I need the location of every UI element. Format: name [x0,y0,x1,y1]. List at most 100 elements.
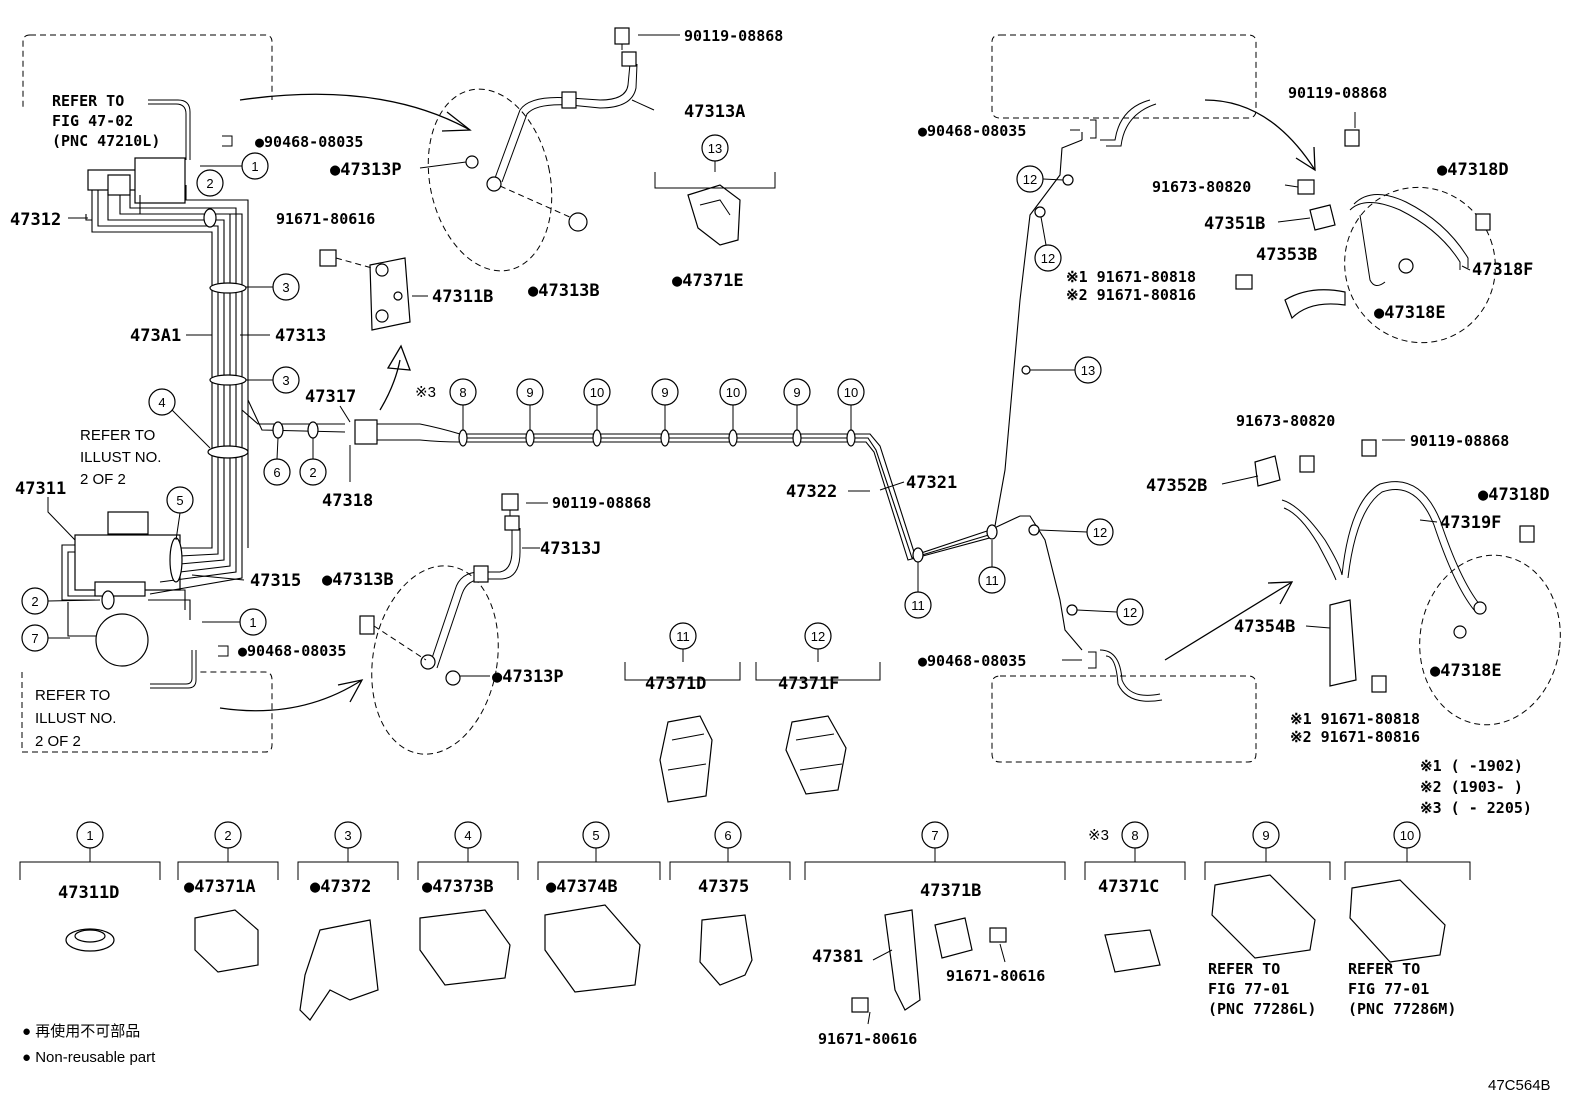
label-473A1: 473A1 [130,326,181,346]
label-47318E-top: ●47318E [1374,303,1446,323]
footnote-2: ※2 (1903- ) [1420,778,1523,796]
svg-text:3: 3 [282,373,289,388]
callout-3-b: 3 [272,366,300,394]
label-47371A: ●47371A [184,877,256,897]
callout-8-bottom-row: 8 [1121,821,1149,849]
callout-10-b: 10 [719,378,747,406]
label-47312: 47312 [10,210,61,230]
svg-text:11: 11 [676,629,690,644]
detail-circle-47318F [1344,186,1496,344]
callout-10-a: 10 [583,378,611,406]
clamp-9-drawing [1211,874,1316,959]
label-91673-top: 91673-80820 [1152,178,1251,196]
label-90119-right-top: 90119-08868 [1288,84,1387,102]
callout-5-bottom-row: 5 [582,821,610,849]
svg-text:4: 4 [158,395,165,410]
refer-fig-line3: (PNC 47210L) [52,132,160,150]
callout-3-a: 3 [272,273,300,301]
callout-2-top: 2 [196,169,224,197]
flex-hose-47318F [1235,129,1491,320]
refer-box-top-left [22,34,273,110]
callout-12-c: 12 [1086,518,1114,546]
label-91671-80616-b: 91671-80616 [818,1030,917,1048]
label-91673-bottom: 91673-80820 [1236,412,1335,430]
legend-line-2: ● Non-reusable part [22,1049,156,1066]
callout-12-detail: 12 [804,622,832,650]
refer-fig-9-line3: (PNC 77286L) [1208,1000,1316,1018]
callout-4-bottom-row: 4 [454,821,482,849]
label-47313B-top: ●47313B [528,281,600,301]
svg-text:13: 13 [1081,363,1095,378]
refer-illust-b-line1: REFER TO [35,687,110,704]
label-47318F: 47318F [1472,260,1533,280]
label-47318E-bottom: ●47318E [1430,661,1502,681]
clip-47375-drawing [699,914,753,986]
clamp-47371D-drawing [659,715,713,803]
arrow-to-47313A [239,93,471,131]
svg-text:13: 13 [708,141,722,156]
refer-fig-line2: FIG 47-02 [52,112,133,130]
bottom-group-brackets [19,160,1471,880]
callout-7-bottom-row: 7 [921,821,949,849]
label-47318D-top: ●47318D [1437,160,1509,180]
label-90119-top: 90119-08868 [684,27,783,45]
arrow-head-47311B [386,344,411,371]
label-47371C: 47371C [1098,877,1159,897]
reservoir-7 [95,613,149,667]
svg-text:2: 2 [206,176,213,191]
label-90468-top: ●90468-08035 [255,133,363,151]
callout-6-bottom-row: 6 [714,821,742,849]
refer-fig-9-line2: FIG 77-01 [1208,980,1289,998]
arrow-head-47313J [337,679,364,703]
callout-4: 4 [148,388,176,416]
refer-fig-line1: REFER TO [52,92,124,110]
arrow-to-47319F [1164,581,1293,661]
label-91671-80818-top: ※1 91671-80818 [1066,268,1196,286]
refer-illust-b-line3: 2 OF 2 [35,733,81,750]
label-47313J: 47313J [540,539,601,559]
refer-box-top-right [991,34,1257,119]
callouts: 1 2 3 3 4 5 6 2 2 7 1 8 9 10 9 10 9 10 [21,134,1421,849]
label-47354B: 47354B [1234,617,1295,637]
junction-block-47312 [87,157,186,204]
clamp-47373B-drawing [419,909,511,986]
label-91671-80816-top: ※2 91671-80816 [1066,286,1196,304]
flex-hose-47319F [1254,439,1535,693]
label-91671-80816-bottom: ※2 91671-80816 [1290,728,1420,746]
callout-9-bottom-row: 9 [1252,821,1280,849]
callout-8-main: 8 [449,378,477,406]
label-47311: 47311 [15,479,66,499]
callout-3-bottom-row: 3 [334,821,362,849]
callout-10-bottom-row: 10 [1393,821,1421,849]
label-91671-80616-a: 91671-80616 [946,967,1045,985]
callout-12-d: 12 [1116,598,1144,626]
label-47318: 47318 [322,491,373,511]
label-91671-80818-bottom: ※1 91671-80818 [1290,710,1420,728]
svg-text:12: 12 [1023,172,1037,187]
callout-1-bottom: 1 [239,608,267,636]
clamp-47371C-drawing [1104,929,1161,973]
label-47371D: 47371D [645,674,706,694]
label-47313P-top: ●47313P [330,160,402,180]
footnote-3: ※3 ( - 2205) [1420,799,1532,817]
svg-text:2: 2 [309,465,316,480]
svg-text:10: 10 [726,385,740,400]
detail-circle-47313J [371,565,499,755]
svg-text:12: 12 [1041,251,1055,266]
detail-circle-47319F [1419,554,1561,726]
footnote-mark-3-bottom: ※3 [1088,827,1109,844]
clamp-10-drawing [1349,879,1446,963]
clamp-47371F-drawing [785,715,847,795]
clamp-47371A-drawing [194,909,259,973]
label-90468-right-top: ●90468-08035 [918,122,1026,140]
callout-2-left: 2 [21,587,49,615]
detail-circle-47313A [427,88,553,272]
hose-top [148,99,191,160]
flex-hose-47313A [465,51,638,232]
label-90119-mid: 90119-08868 [552,494,651,512]
svg-text:1: 1 [251,159,258,174]
label-47317: 47317 [305,387,356,407]
callout-7: 7 [21,624,49,652]
callout-11-b: 11 [978,566,1006,594]
